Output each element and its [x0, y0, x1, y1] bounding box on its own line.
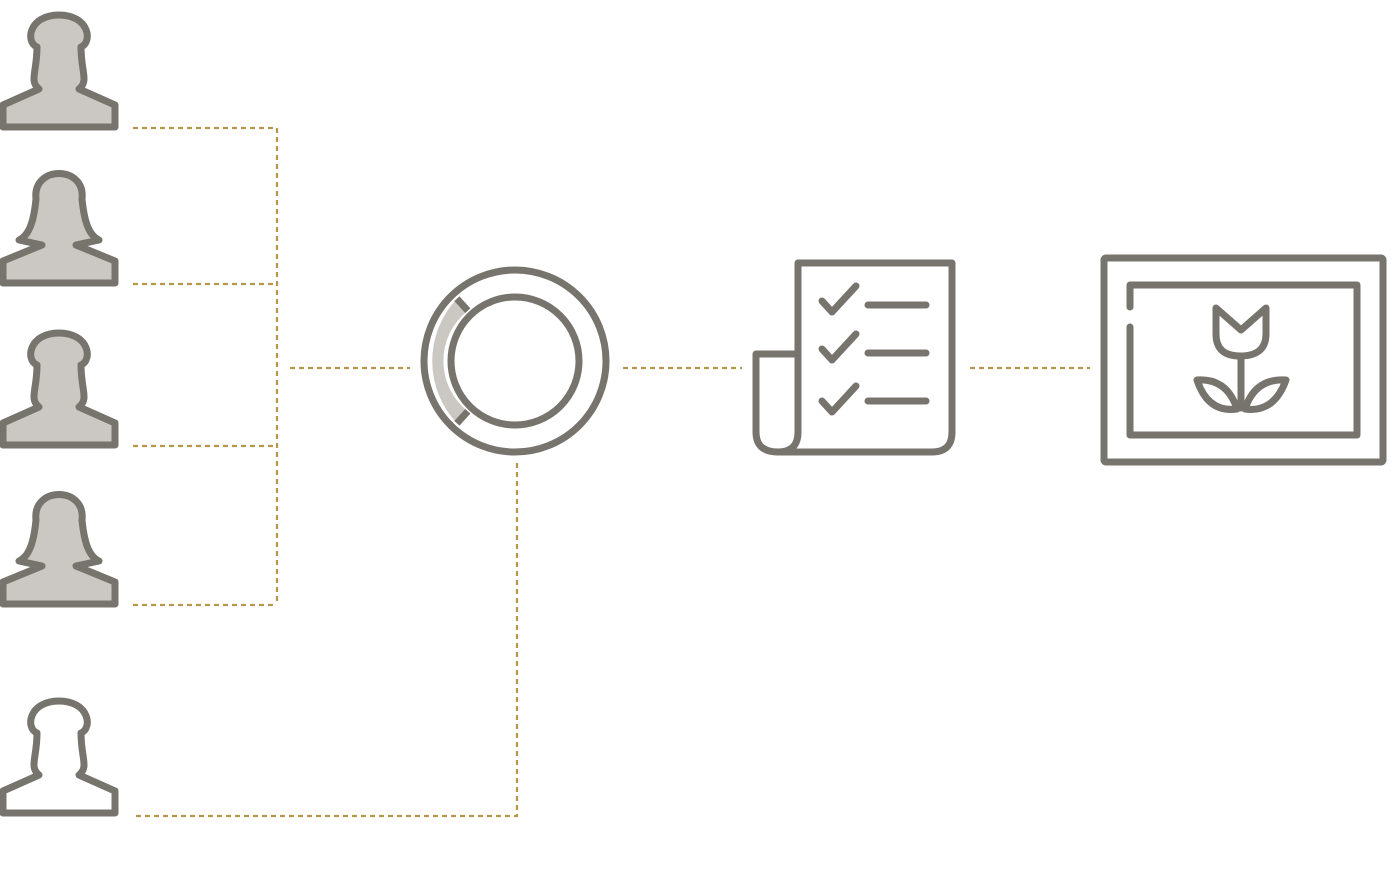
frame-outer [1100, 254, 1387, 466]
person-5 [3, 701, 115, 813]
connector-lines [133, 126, 1090, 818]
male-person-outline-icon [3, 701, 115, 813]
person-3 [3, 333, 115, 445]
person-4 [3, 495, 115, 605]
tulip-leaf-left [1193, 376, 1241, 413]
donut-chart-icon [420, 266, 610, 456]
male-person-icon [3, 15, 115, 127]
tulip-flower-icon [1212, 304, 1270, 360]
check-mark-3 [818, 382, 860, 416]
donut-inner-ring [447, 293, 583, 429]
frame-inner [1126, 281, 1361, 439]
check-mark-2 [818, 330, 860, 364]
tulip-leaf-right [1241, 376, 1290, 413]
check-mark-1 [818, 282, 860, 316]
donut-divider-top [454, 296, 471, 314]
checklist-scroll-tab [752, 350, 802, 456]
person-2 [3, 174, 115, 284]
donut-divider-bottom [454, 408, 471, 426]
male-person-icon [3, 333, 115, 445]
female-person-icon [3, 174, 115, 284]
checklist-page [774, 259, 956, 456]
connector-person-5-to-donut [136, 462, 519, 818]
person-1 [3, 15, 115, 127]
donut-filled-segment [432, 298, 468, 424]
checklist-document-icon [752, 259, 956, 456]
female-person-icon [3, 495, 115, 605]
tulip-picture-frame-icon [1100, 254, 1387, 466]
